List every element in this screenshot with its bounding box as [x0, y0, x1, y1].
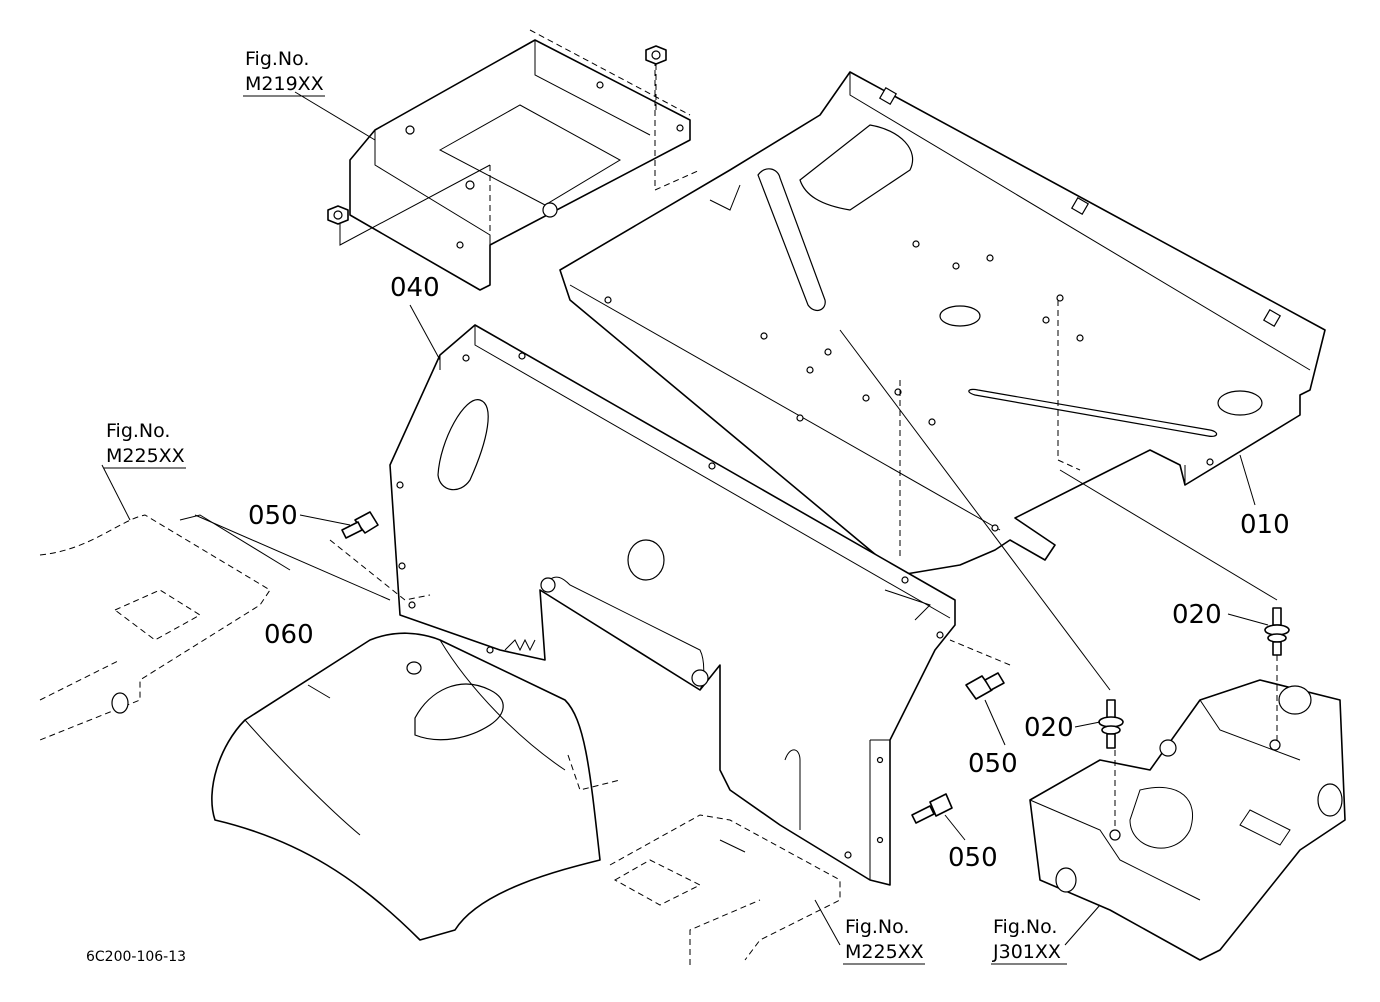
fig-ref-number: M225XX [845, 941, 924, 963]
fig-ref-number: M219XX [245, 73, 324, 95]
reference-frame-m225-bottom [609, 814, 841, 965]
part-label-020-a[interactable]: 020 [1172, 600, 1222, 630]
part-label-050-c[interactable]: 050 [948, 843, 998, 873]
fig-ref-m219[interactable]: Fig.No. M219XX [243, 48, 325, 97]
part-040-panel [389, 324, 956, 886]
part-label-060[interactable]: 060 [264, 620, 314, 650]
bolt-050-b [949, 639, 1011, 700]
reference-frame-m225-left [39, 514, 391, 741]
stud-020-right [1264, 607, 1290, 656]
part-label-050-a[interactable]: 050 [248, 501, 298, 531]
part-label-040[interactable]: 040 [390, 273, 440, 303]
part-label-050-b[interactable]: 050 [968, 749, 1018, 779]
reference-housing-j301 [1029, 679, 1346, 961]
fig-ref-prefix: Fig.No. [245, 48, 309, 70]
bolt-050-a [329, 511, 431, 601]
fig-ref-m225-bottom[interactable]: Fig.No. M225XX [843, 916, 925, 965]
fig-ref-prefix: Fig.No. [845, 916, 909, 938]
fig-ref-number: J301XX [992, 941, 1061, 963]
part-060-cover [211, 632, 621, 941]
flange-nut-icon [645, 45, 667, 65]
reference-bracket-m219 [327, 29, 701, 291]
fig-ref-j301[interactable]: Fig.No. J301XX [991, 916, 1067, 965]
part-label-020-b[interactable]: 020 [1024, 713, 1074, 743]
part-010-floor-plate [559, 71, 1326, 576]
fig-ref-number: M225XX [106, 445, 185, 467]
fig-ref-m225-left[interactable]: Fig.No. M225XX [104, 420, 186, 469]
bolt-050-c [911, 793, 953, 824]
fig-ref-prefix: Fig.No. [993, 916, 1057, 938]
flange-nut-icon [327, 205, 349, 225]
stud-020-left [1098, 699, 1124, 749]
diagram-code: 6C200-106-13 [86, 949, 186, 965]
part-label-010[interactable]: 010 [1240, 510, 1290, 540]
fig-ref-prefix: Fig.No. [106, 420, 170, 442]
